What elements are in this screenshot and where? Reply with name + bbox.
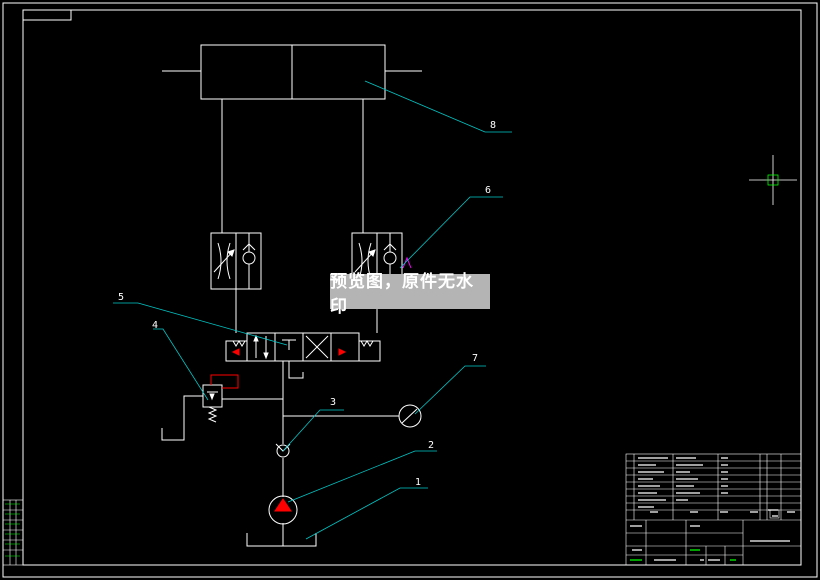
callout-5: 5 <box>118 292 124 303</box>
relief-valve <box>161 374 239 441</box>
pressure-gauge <box>398 404 422 428</box>
callout-4: 4 <box>152 320 158 331</box>
callout-6: 6 <box>485 185 491 196</box>
throttle-check-valve-left <box>210 232 262 290</box>
callout-7: 7 <box>472 353 478 364</box>
directional-control-valve <box>225 332 381 379</box>
callout-8: 8 <box>490 120 496 131</box>
callout-2: 2 <box>428 440 434 451</box>
callout-labels: 1 2 3 4 5 6 7 8 <box>118 120 496 488</box>
preview-watermark: 预览图，原件无水印 <box>330 272 490 317</box>
hydraulic-cylinder <box>162 44 422 100</box>
callout-3: 3 <box>330 397 336 408</box>
title-block <box>625 453 802 566</box>
leader-lines <box>113 80 512 540</box>
supply-lines <box>222 361 399 547</box>
hydraulic-pump <box>268 495 298 525</box>
callout-1: 1 <box>415 477 421 488</box>
cad-crosshair-icon <box>749 155 797 205</box>
binding-strip <box>2 499 24 566</box>
